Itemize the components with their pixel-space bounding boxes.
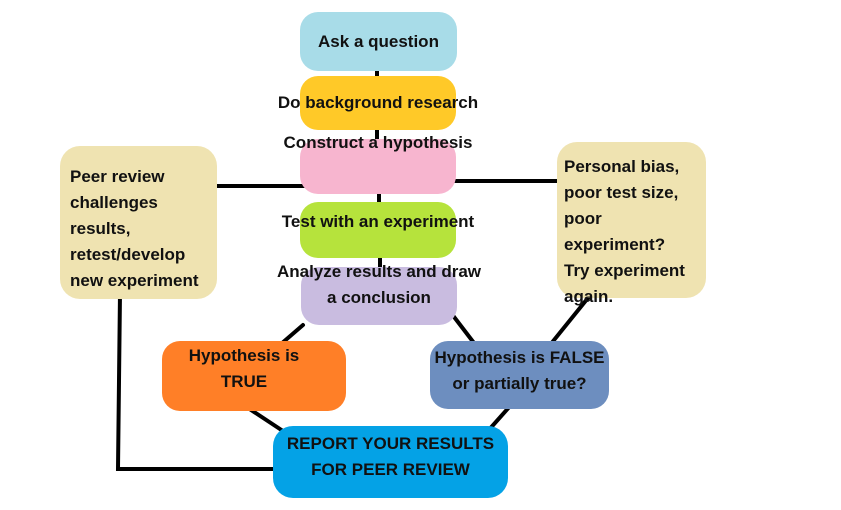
step-test-experiment: Test with an experiment <box>282 202 474 258</box>
step-construct-hypothesis-text: Construct a hypothesis <box>283 133 473 152</box>
step-report-results-text: REPORT YOUR RESULTS FOR PEER REVIEW <box>286 434 495 479</box>
connector-analyze-true <box>279 323 305 346</box>
step-ask-question-text: Ask a question <box>318 31 439 51</box>
connector-report-peer <box>115 291 296 471</box>
step-analyze-results: Analyze results and draw a conclusion <box>277 262 481 325</box>
outcome-hypothesis-false: Hypothesis is FALSE or partially true? <box>430 341 609 409</box>
outcome-hypothesis-false-text: Hypothesis is FALSE or partially true? <box>434 348 605 393</box>
connector-bias-false <box>548 291 594 347</box>
bias-note-text: Personal bias, poor test size, poor expe… <box>564 157 685 306</box>
step-background-research-text: Do background research <box>277 93 479 112</box>
step-ask-question: Ask a question <box>300 12 457 71</box>
bias-note: Personal bias, poor test size, poor expe… <box>557 142 706 306</box>
step-report-results: REPORT YOUR RESULTS FOR PEER REVIEW <box>273 426 508 498</box>
outcome-hypothesis-true-text: Hypothesis is TRUE <box>188 346 300 391</box>
step-analyze-results-text: Analyze results and draw a conclusion <box>276 262 482 307</box>
peer-review-note-text: Peer review challenges results, retest/d… <box>70 167 199 290</box>
step-test-experiment-text: Test with an experiment <box>281 212 475 231</box>
peer-review-note: Peer review challenges results, retest/d… <box>60 146 217 299</box>
step-construct-hypothesis: Construct a hypothesis <box>284 133 472 194</box>
outcome-hypothesis-true: Hypothesis is TRUE <box>162 341 346 411</box>
step-background-research: Do background research <box>278 76 478 130</box>
